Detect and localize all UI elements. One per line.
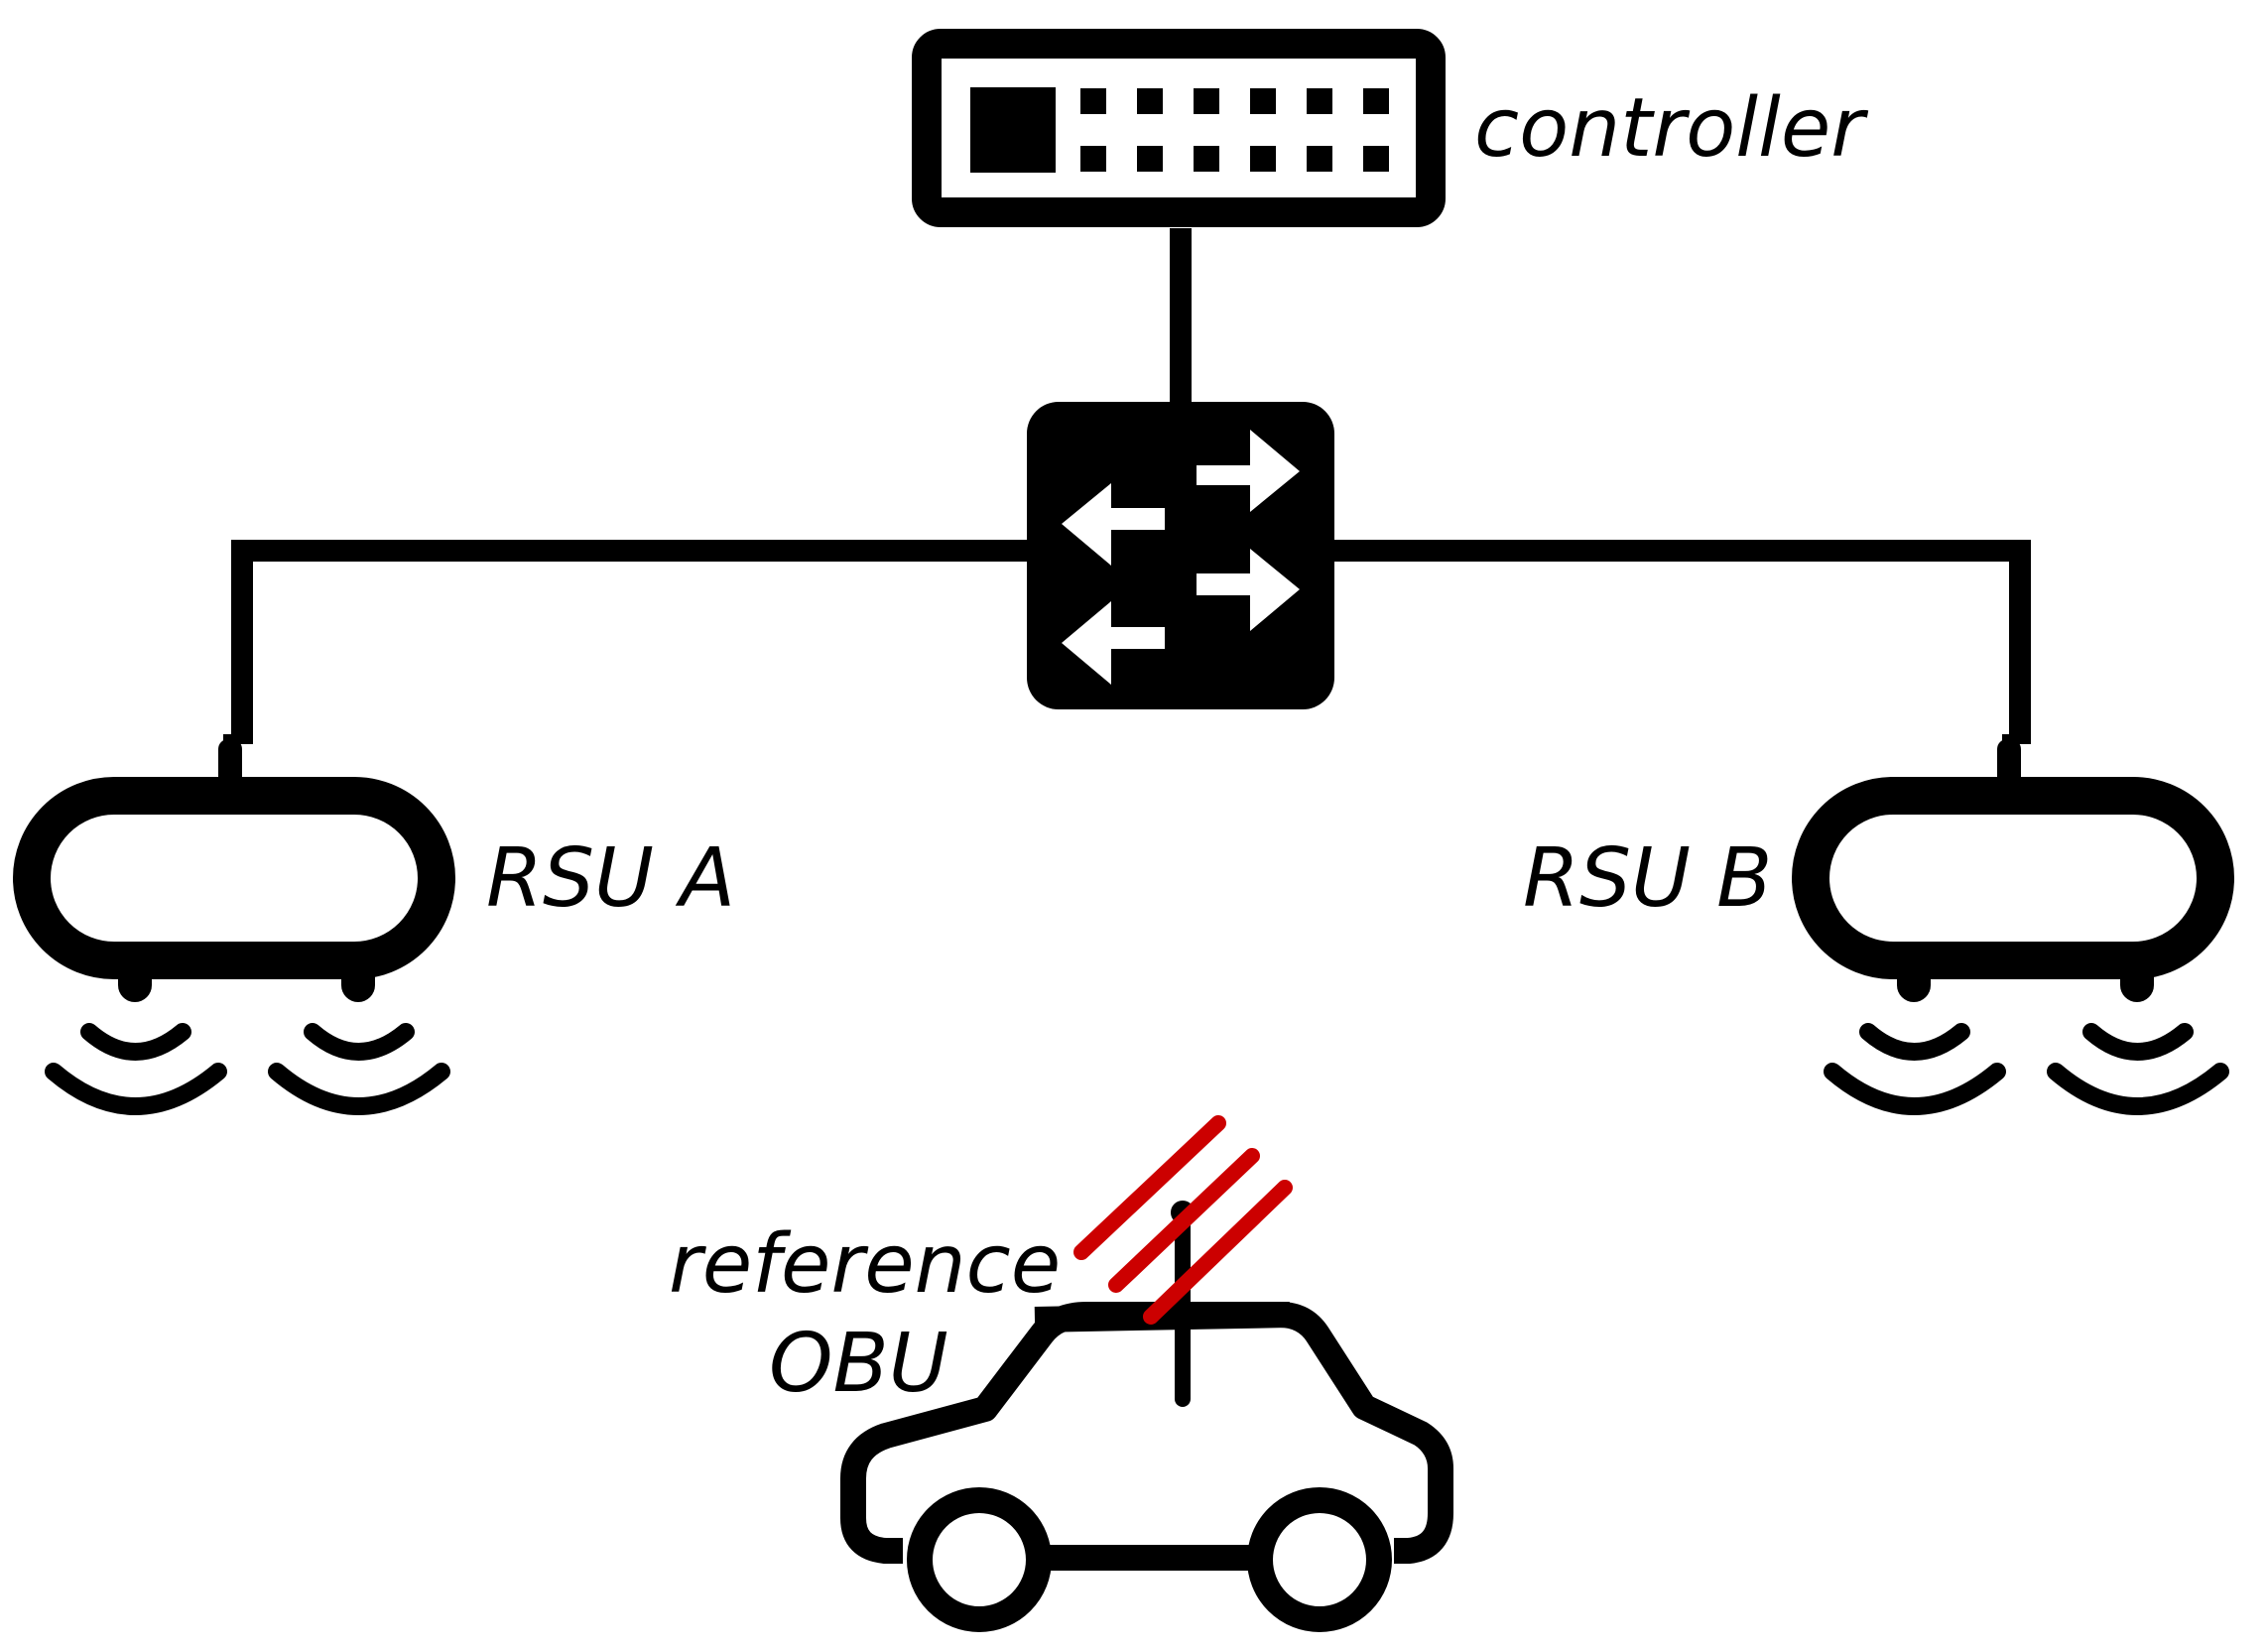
connection-lines <box>231 228 2031 744</box>
controller-label: controller <box>1474 81 1868 176</box>
signal-wave <box>1073 1115 1226 1260</box>
rsu-b-label: RSU B <box>1523 831 1772 926</box>
rsu-a-icon <box>32 734 441 1106</box>
obu-label-line2: OBU <box>769 1317 948 1411</box>
signal-wave <box>1108 1148 1260 1293</box>
rsu-a-label: RSU A <box>486 831 735 926</box>
signal-wave <box>1143 1180 1293 1325</box>
car-icon <box>840 1302 1453 1632</box>
signal-waves <box>1073 1115 1293 1325</box>
network-switch-icon <box>1027 402 1334 709</box>
server-rack-icon <box>912 29 1446 227</box>
rsu-b-icon <box>1811 734 2220 1106</box>
obu-label-line1: reference <box>669 1217 1061 1312</box>
